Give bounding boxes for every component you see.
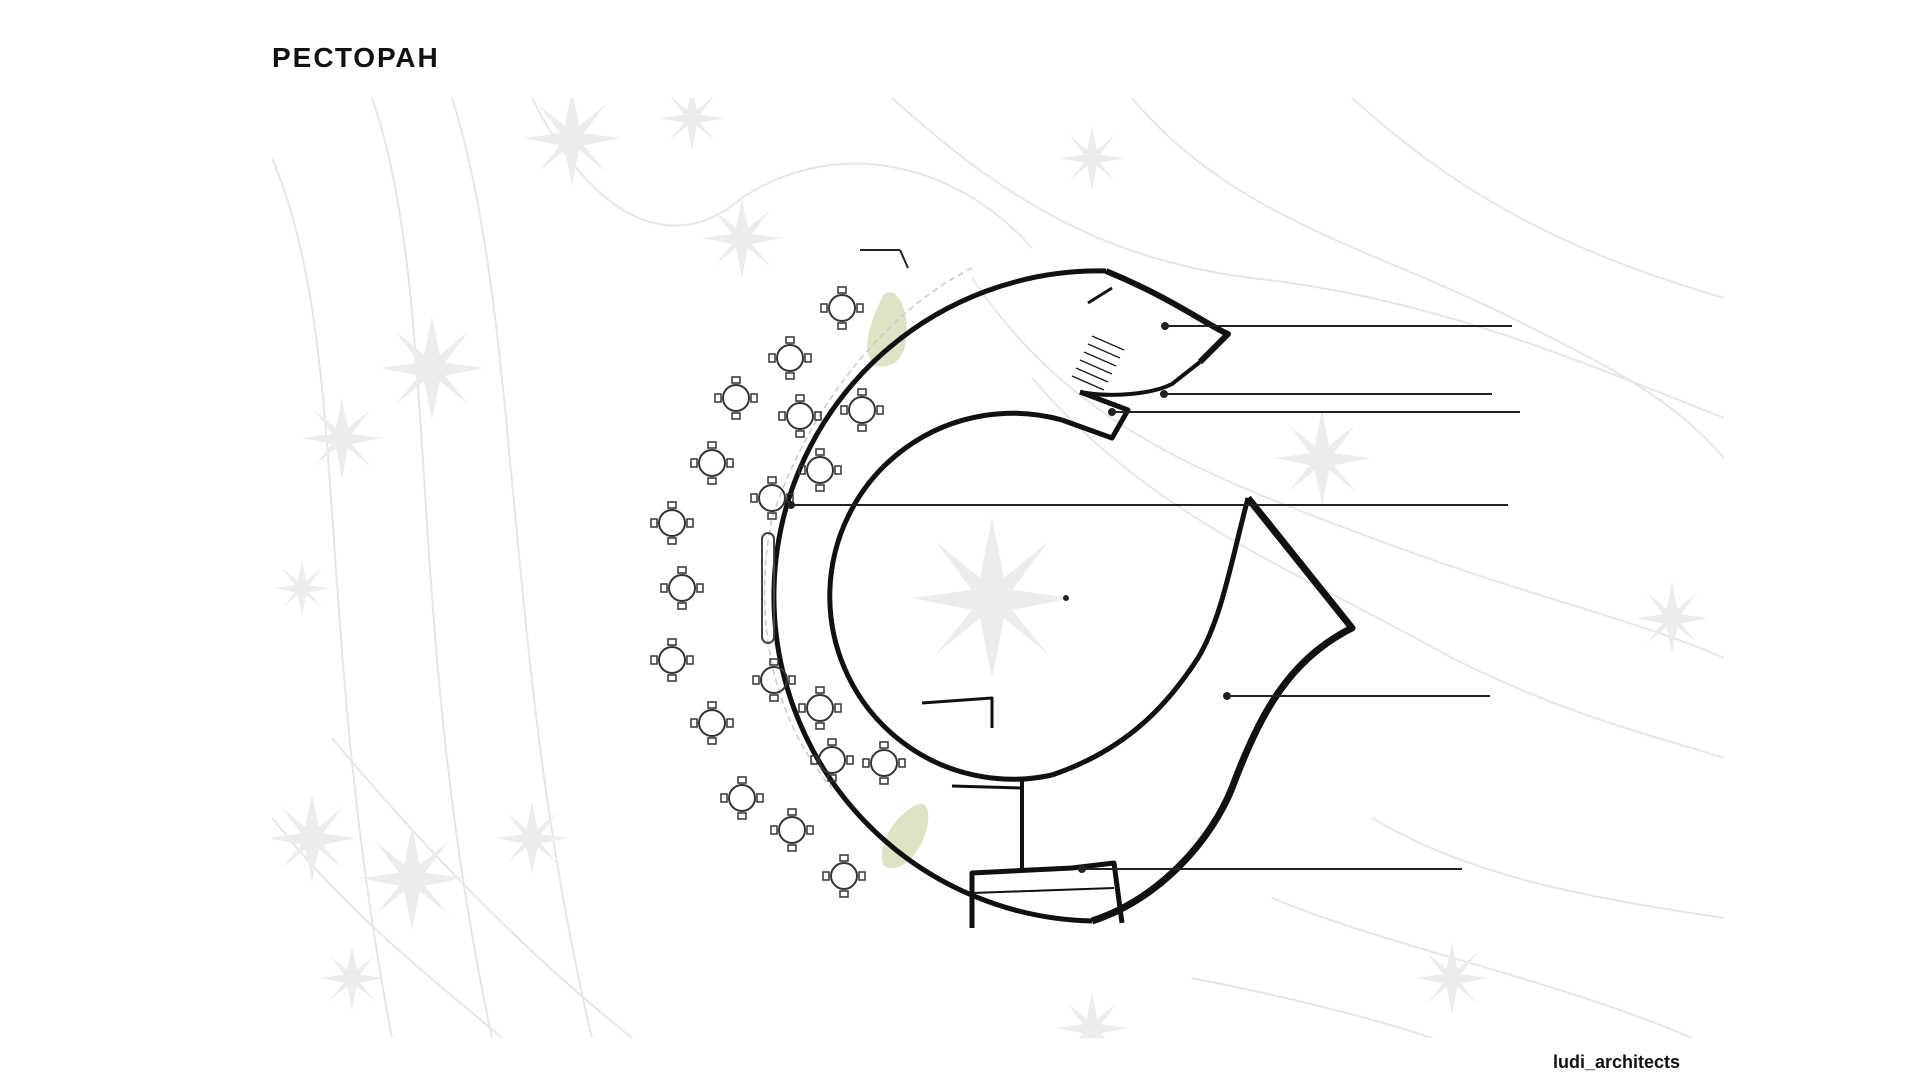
planting-bed-icon [867, 292, 929, 869]
contour-lines [272, 98, 1724, 1038]
floor-plan [272, 98, 1724, 1038]
architect-credit: ludi_architects [1552, 1052, 1680, 1072]
callout-leaders [787, 249, 1520, 873]
bar-counter [761, 532, 775, 644]
page-title: РЕСТОРАН [272, 42, 440, 73]
tree-icon [272, 98, 1708, 1038]
floor-plan-drawing [272, 98, 1724, 1038]
stair-icon [1071, 335, 1125, 391]
dining-table-icon [650, 286, 906, 898]
